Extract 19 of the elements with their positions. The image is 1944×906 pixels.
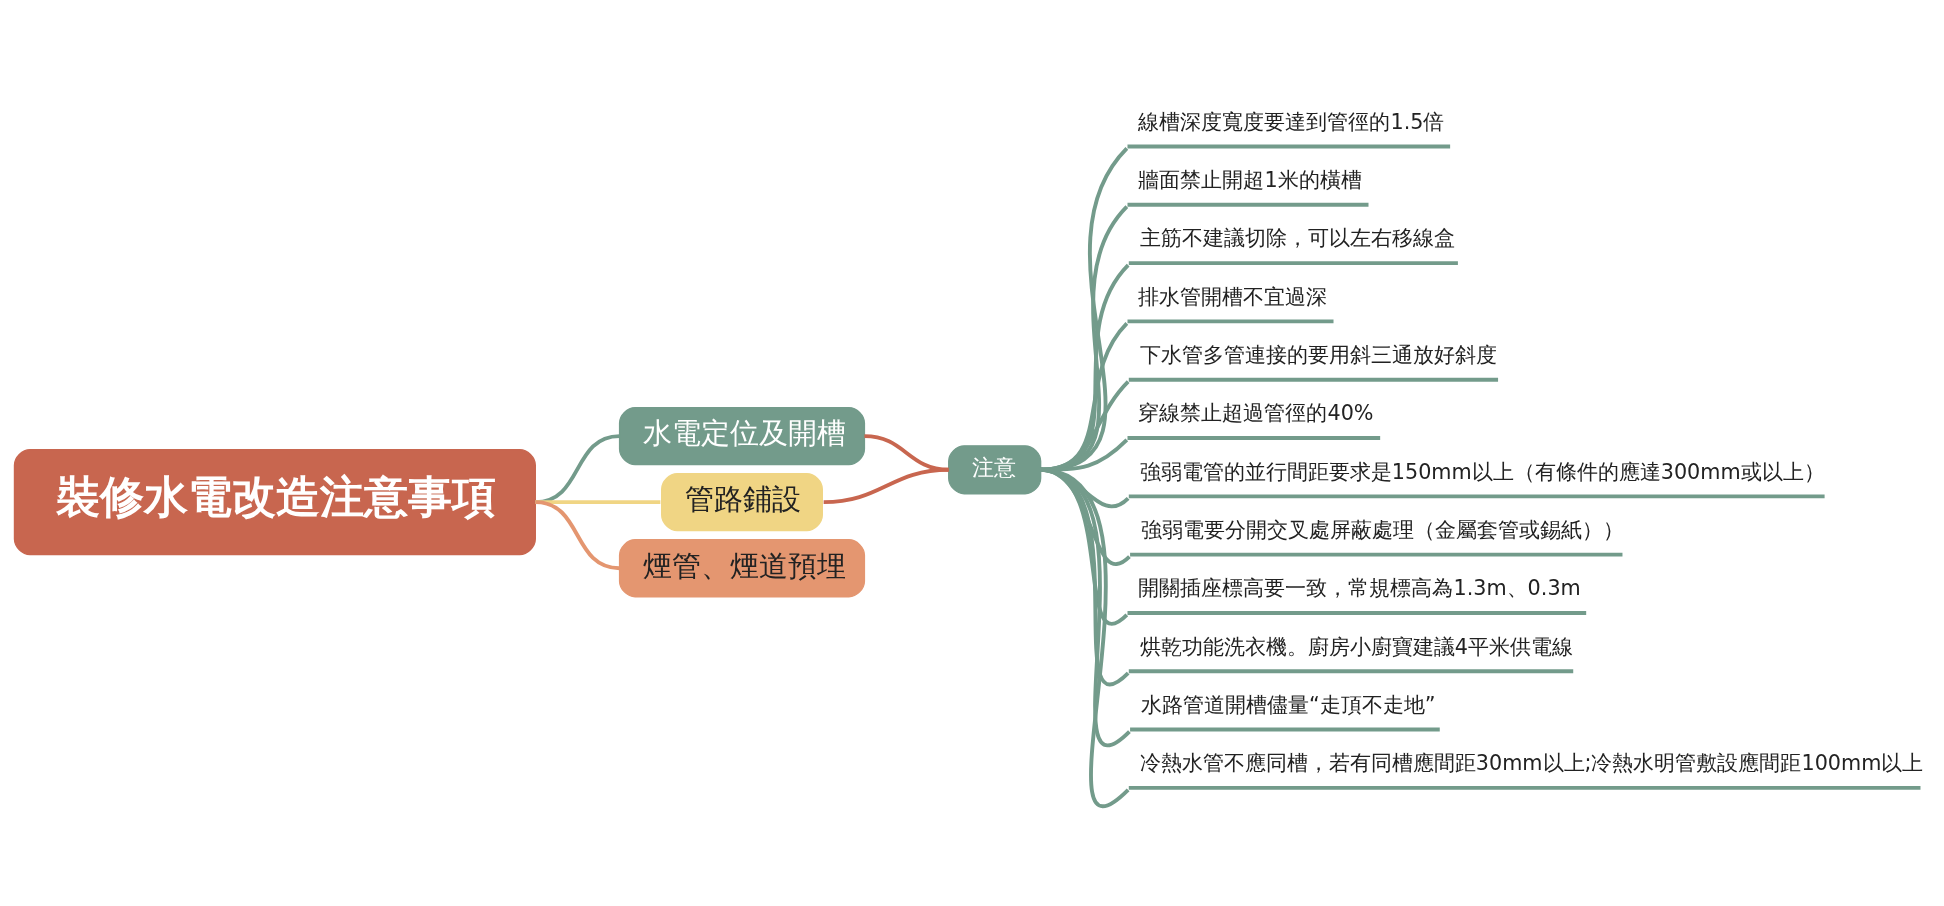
node-text: 水路管道開槽儘量“走頂不走地”	[1141, 692, 1436, 717]
node-text: 線槽深度寬度要達到管徑的1.5倍	[1138, 109, 1445, 134]
connector	[823, 467, 949, 505]
connector	[535, 500, 620, 571]
node-text: 穿線禁止超過管徑的40%	[1138, 401, 1374, 426]
node-box: 煙管、煙道預埋	[618, 539, 866, 598]
node-text: 強弱電管的並行間距要求是150mm以上（有條件的應達300mm或以上）	[1139, 459, 1825, 484]
node-text: 開關插座標高要一致，常規標高為1.3m、0.3m	[1138, 576, 1581, 601]
node-text: 強弱電要分開交叉處屏蔽處理（金屬套管或錫紙））	[1141, 517, 1625, 542]
node-text: 烘乾功能洗衣機。廚房小廚寶建議4平米供電線	[1139, 634, 1573, 659]
node-box: 水電定位及開槽	[618, 406, 866, 466]
node-text: 牆面禁止開超1米的橫槽	[1138, 168, 1362, 193]
node-text: 下水管多管連接的要用斜三通放好斜度	[1139, 342, 1497, 367]
node-box: 裝修水電改造注意事項	[13, 449, 536, 556]
node-text: 排水管開槽不宜過深	[1138, 284, 1328, 309]
node-box: 注意	[948, 445, 1042, 495]
node-text: 冷熱水管不應同槽，若有同槽應間距30mm以上;冷熱水明管敷設應間距100mm以上	[1139, 751, 1924, 776]
node-box: 管路鋪設	[661, 473, 823, 532]
node-text: 主筋不建議切除，可以左右移線盒	[1139, 226, 1455, 251]
